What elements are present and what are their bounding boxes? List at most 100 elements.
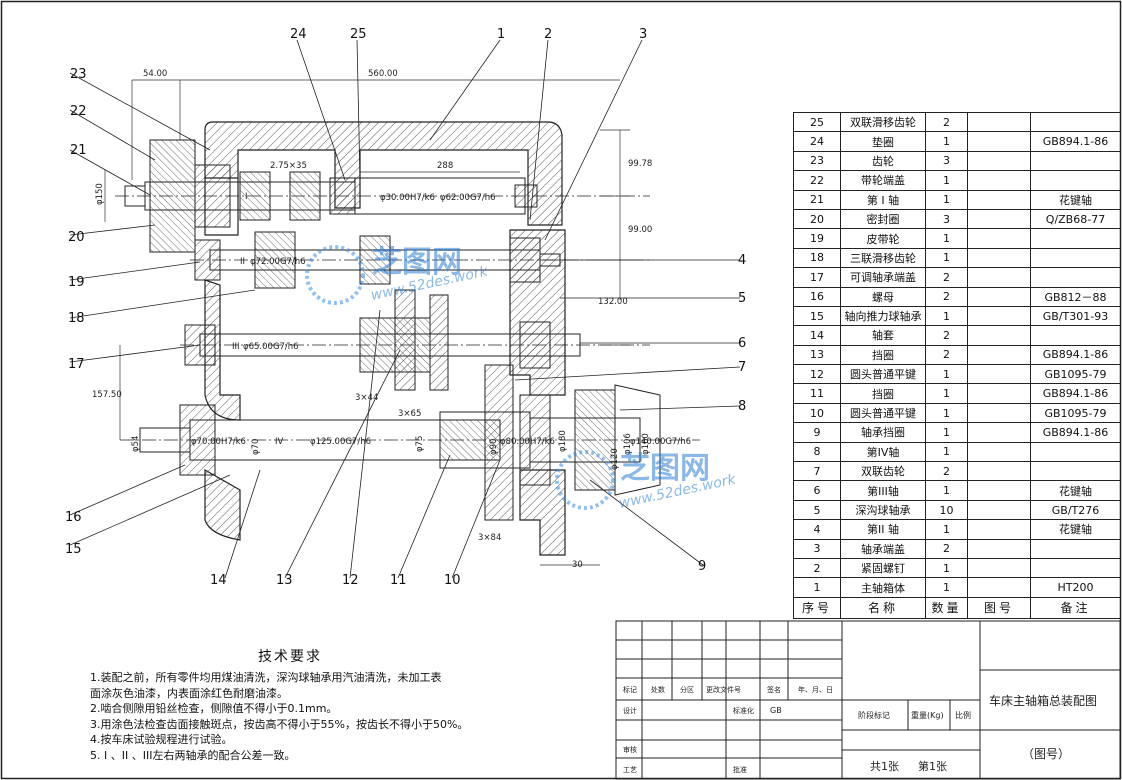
bom-cell-qty: 1 — [925, 228, 968, 249]
tb-process: 工艺 — [623, 766, 637, 774]
dim-d70: φ70 — [251, 439, 261, 455]
bom-cell-note: 花键轴 — [1030, 519, 1121, 540]
dim-d106: φ106 — [623, 433, 633, 455]
fit-shaft4: φ70.00H7/k6 — [191, 437, 246, 447]
tb-approve: 批准 — [733, 765, 747, 774]
bom-cell-dwg — [967, 228, 1031, 249]
bom-cell-dwg — [967, 402, 1031, 424]
shaft-label-II: II — [240, 257, 245, 267]
dim-d160: φ160 — [641, 433, 651, 455]
bom-cell-note: GB894.1-86 — [1030, 344, 1121, 366]
bom-cell-dwg — [967, 305, 1031, 327]
bom-cell-name: 第 I 轴 — [840, 189, 926, 210]
callout-22: 22 — [70, 104, 87, 119]
bom-cell-dwg — [967, 422, 1031, 443]
tech-line-2: 面涂灰色油漆，内表面涂红色耐磨油漆。 — [90, 686, 288, 700]
bom-cell-qty: 1 — [925, 557, 968, 579]
leader-lines — [69, 39, 741, 579]
shaft-label-IV: IV — [275, 437, 284, 447]
callout-8: 8 — [738, 399, 746, 414]
bom-cell-dwg — [967, 383, 1031, 404]
dim-h3: 132.00 — [598, 297, 628, 307]
dim-pulley-dia: φ150 — [95, 183, 105, 205]
bom-cell-dwg — [967, 519, 1031, 540]
bom-cell-name: 第III轴 — [840, 480, 926, 501]
bom-header-qty: 数量 — [925, 596, 968, 619]
tb-col-count: 处数 — [651, 685, 665, 694]
bom-cell-no: 14 — [793, 325, 841, 346]
dim-h1: 99.78 — [628, 159, 652, 169]
bom-cell-dwg — [967, 499, 1031, 521]
bom-cell-qty: 1 — [925, 422, 968, 443]
bom-cell-no: 13 — [793, 344, 841, 366]
bom-cell-name: 可调轴承端盖 — [840, 267, 926, 288]
dimension-lines — [104, 79, 630, 566]
bom-cell-qty: 3 — [925, 208, 968, 230]
bom-cell-dwg — [967, 344, 1031, 366]
shaft-I — [115, 139, 650, 253]
tech-lines: 1.装配之前，所有零件均用煤油清洗，深沟球轴承用汽油清洗，未加工表 面涂灰色油漆… — [90, 670, 468, 763]
bom-cell-name: 挡圈 — [840, 383, 926, 404]
callout-9: 9 — [698, 559, 706, 574]
bom-cell-qty: 1 — [925, 402, 968, 424]
tb-col-doc: 更改文件号 — [706, 685, 741, 694]
tb-col-zone: 分区 — [680, 685, 694, 694]
bom-cell-name: 紧固螺钉 — [840, 557, 926, 579]
tb-scale: 比例 — [955, 710, 971, 720]
bom-cell-no: 15 — [793, 305, 841, 327]
bom-cell-note — [1030, 325, 1121, 346]
tech-title: 技术要求 — [258, 649, 322, 665]
callout-17: 17 — [68, 357, 85, 372]
bom-cell-note — [1030, 170, 1121, 191]
bom-cell-no: 20 — [793, 208, 841, 230]
bom-cell-note — [1030, 461, 1121, 482]
bom-cell-qty: 2 — [925, 461, 968, 482]
dim-left-offset: 54.00 — [143, 69, 167, 79]
bom-header-row: 序号 名称 数量 图号 备注 — [793, 596, 1121, 619]
dim-left-dia: φ54 — [131, 436, 141, 452]
tech-line-1: 1.装配之前，所有零件均用煤油清洗，深沟球轴承用汽油清洗，未加工表 — [90, 671, 442, 684]
bom-header-no: 序号 — [793, 596, 841, 619]
watermark-1: 芝图网 www.52des.work — [305, 245, 490, 305]
callout-12: 12 — [342, 573, 359, 588]
bom-cell-note: GB1095-79 — [1030, 402, 1121, 424]
tb-design: 设计 — [623, 706, 637, 715]
bom-header-note: 备注 — [1030, 596, 1121, 619]
bom-cell-note: Q/ZB68-77 — [1030, 208, 1121, 230]
bom-cell-name: 带轮端盖 — [840, 170, 926, 191]
shaft-IV — [120, 364, 700, 521]
bom-cell-qty: 1 — [925, 577, 968, 598]
callout-11: 11 — [390, 573, 407, 588]
bom-cell-no: 18 — [793, 247, 841, 269]
bom-cell-name: 螺母 — [840, 286, 926, 307]
bom-cell-qty: 1 — [925, 383, 968, 404]
bom-cell-dwg — [967, 189, 1031, 210]
tech-line-5: 4.按车床试验规程进行试验。 — [90, 733, 233, 746]
callout-21: 21 — [70, 143, 87, 158]
bom-cell-no: 17 — [793, 267, 841, 288]
bom-cell-dwg — [967, 286, 1031, 307]
bom-cell-name: 主轴箱体 — [840, 577, 926, 598]
bom-cell-note: HT200 — [1030, 577, 1121, 598]
tech-line-6: 5. I 、II 、III左右两轴承的配合公差一致。 — [90, 748, 296, 762]
bom-cell-no: 9 — [793, 422, 841, 443]
bom-cell-no: 16 — [793, 286, 841, 307]
bom-cell-name: 垫圈 — [840, 131, 926, 152]
bom-cell-no: 23 — [793, 150, 841, 172]
fit-shaft2: φ72.00G7/h6 — [250, 257, 306, 267]
bom-cell-dwg — [967, 208, 1031, 230]
bom-cell-dwg — [967, 557, 1031, 579]
bom-cell-note: GB894.1-86 — [1030, 131, 1121, 152]
bom-cell-note — [1030, 111, 1121, 133]
